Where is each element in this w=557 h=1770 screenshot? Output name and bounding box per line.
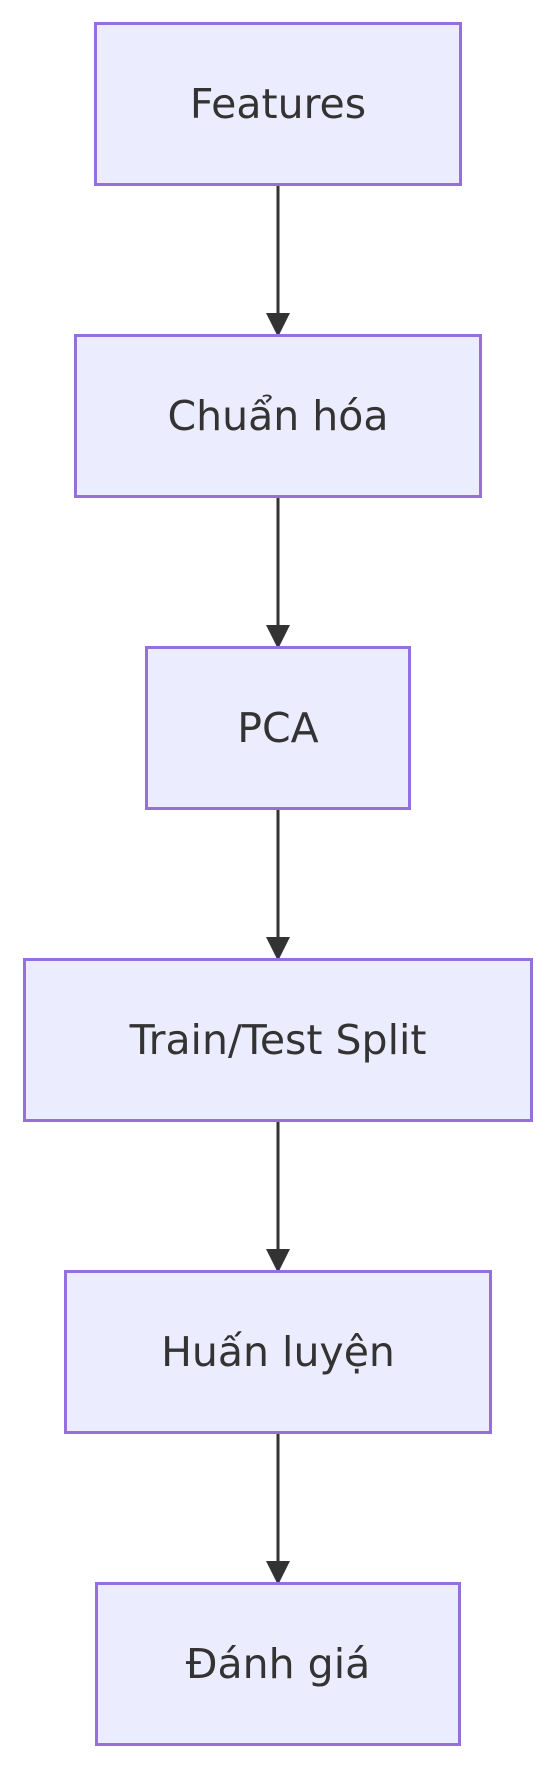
node-features: Features <box>94 22 462 186</box>
arrowhead <box>266 937 290 961</box>
edge-split-to-train <box>266 1122 290 1273</box>
arrowhead <box>266 625 290 649</box>
node-label: Features <box>189 79 367 128</box>
edge-train-to-evaluate <box>266 1434 290 1585</box>
node-label: Chuẩn hóa <box>167 391 389 440</box>
node-normalize: Chuẩn hóa <box>74 334 482 498</box>
node-evaluation: Đánh giá <box>95 1582 461 1746</box>
edge-normalize-to-pca <box>266 498 290 649</box>
node-training: Huấn luyện <box>64 1270 492 1434</box>
arrowhead <box>266 1561 290 1585</box>
node-label: Train/Test Split <box>129 1015 427 1064</box>
node-train-test-split: Train/Test Split <box>23 958 533 1122</box>
node-label: PCA <box>237 703 319 752</box>
edge-pca-to-split <box>266 810 290 961</box>
edge-features-to-normalize <box>266 186 290 337</box>
arrowhead <box>266 1249 290 1273</box>
node-label: Đánh giá <box>185 1639 371 1688</box>
node-pca: PCA <box>145 646 411 810</box>
node-label: Huấn luyện <box>161 1327 395 1376</box>
arrowhead <box>266 313 290 337</box>
